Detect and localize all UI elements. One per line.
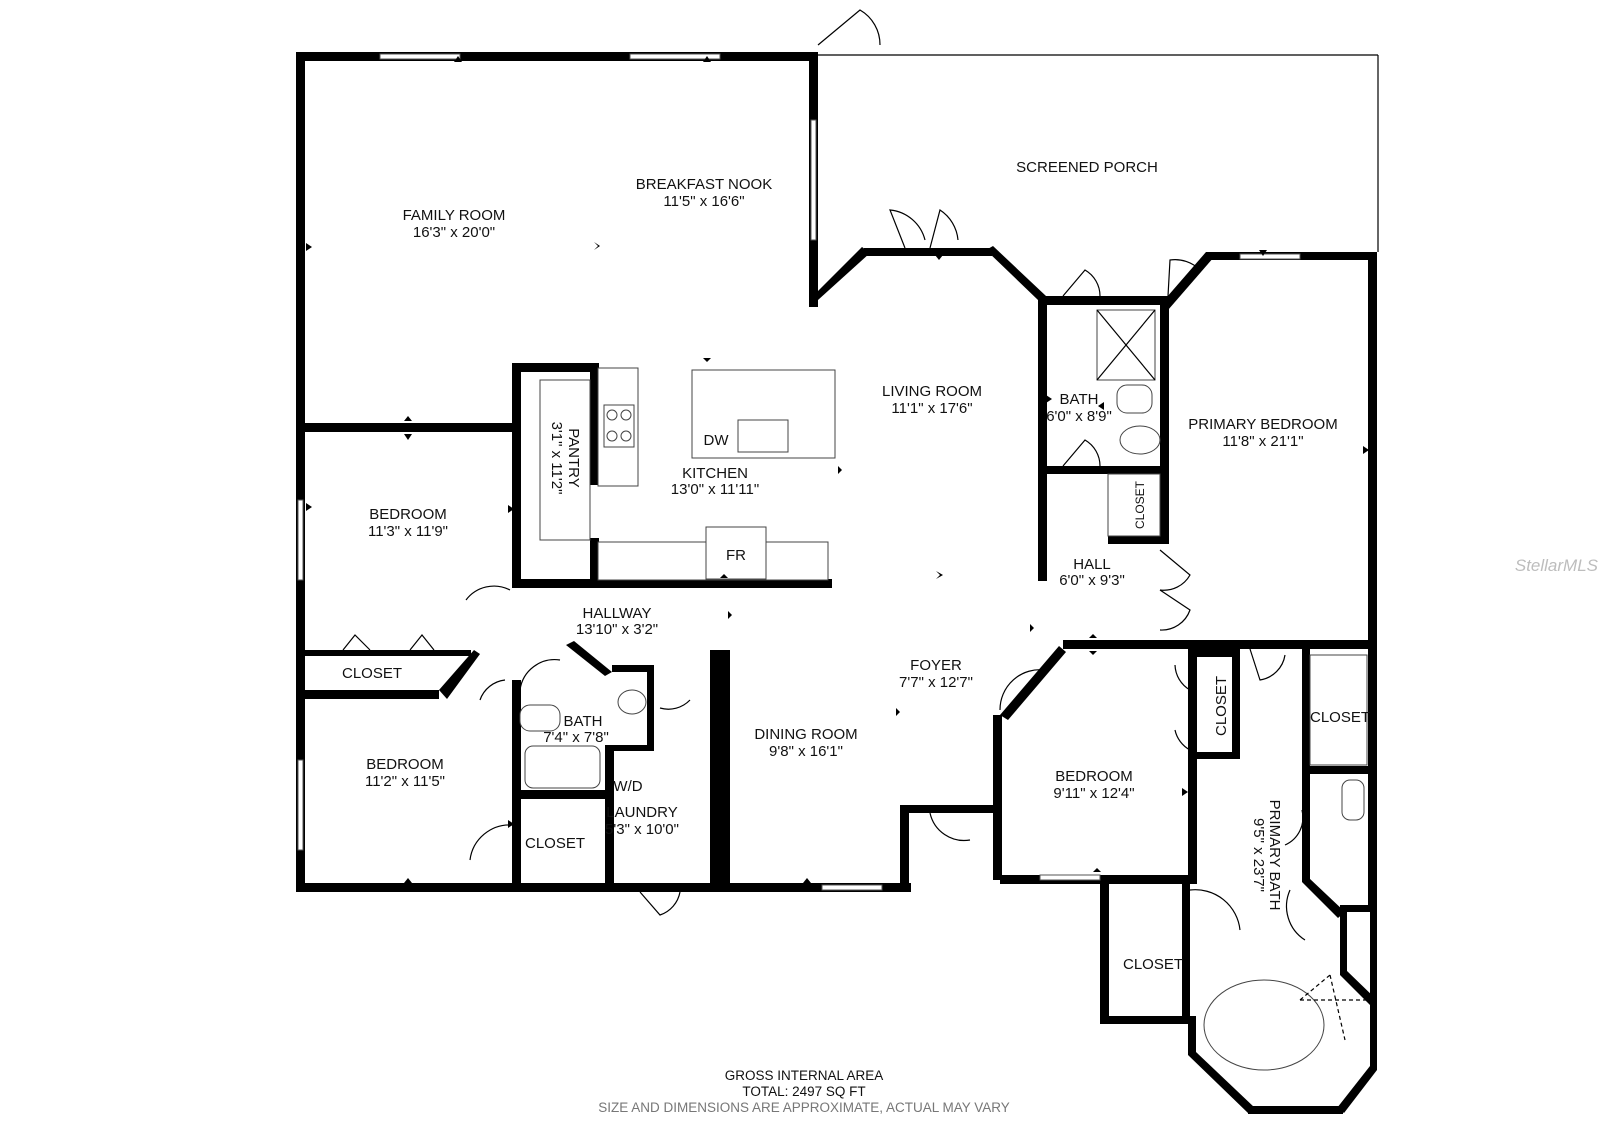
closet-label: CLOSET	[342, 665, 402, 682]
bath-1-name: BATH	[1060, 391, 1099, 408]
fridge-label: FR	[726, 547, 746, 564]
bedroom-1-name: BEDROOM	[369, 506, 447, 523]
primary-bath-dims: 9'5" x 23'7"	[1250, 818, 1267, 892]
bath-2-dims: 7'4" x 7'8"	[543, 729, 609, 746]
bedroom-2-dims: 11'2" x 11'5"	[365, 773, 445, 790]
doors	[342, 9, 1306, 941]
laundry-name: LAUNDRY	[606, 804, 677, 821]
hallway-name: HALLWAY	[583, 605, 652, 622]
footer-total: TOTAL: 2497 SQ FT	[742, 1084, 865, 1099]
foyer-dims: 7'7" x 12'7"	[899, 674, 973, 691]
hall-name: HALL	[1073, 556, 1111, 573]
breakfast-nook-name: BREAKFAST NOOK	[636, 176, 772, 193]
closet-label: CLOSET	[1133, 480, 1147, 529]
dishwasher-label: DW	[704, 432, 730, 449]
primary-bedroom-dims: 11'8" x 21'1"	[1222, 433, 1303, 450]
kitchen-name: KITCHEN	[682, 465, 748, 482]
primary-bath-name: PRIMARY BATH	[1266, 800, 1283, 911]
hallway-dims: 13'10" x 3'2"	[576, 621, 658, 638]
room-labels: FAMILY ROOM 16'3" x 20'0" BREAKFAST NOOK…	[365, 159, 1338, 910]
family-room-dims: 16'3" x 20'0"	[413, 224, 495, 241]
bath-2-name: BATH	[564, 713, 603, 730]
dining-room-dims: 9'8" x 16'1"	[769, 743, 843, 760]
living-room-dims: 11'1" x 17'6"	[891, 400, 972, 417]
breakfast-nook-dims: 11'5" x 16'6"	[663, 193, 744, 210]
washer-dryer-label: W/D	[613, 778, 642, 795]
closet-label: CLOSET	[1123, 956, 1183, 973]
hall-dims: 6'0" x 9'3"	[1059, 572, 1125, 589]
bedroom-3-dims: 9'11" x 12'4"	[1053, 785, 1134, 802]
windows	[297, 53, 1379, 891]
laundry-dims: 5'3" x 10'0"	[605, 821, 679, 838]
primary-bedroom-name: PRIMARY BEDROOM	[1188, 416, 1337, 433]
bedroom-2-name: BEDROOM	[366, 756, 444, 773]
dining-room-name: DINING ROOM	[754, 726, 857, 743]
living-room-name: LIVING ROOM	[882, 383, 982, 400]
bedroom-1-dims: 11'3" x 11'9"	[368, 523, 448, 540]
walls	[296, 52, 1377, 1114]
bath-1-dims: 6'0" x 8'9"	[1046, 408, 1112, 425]
closet-label: CLOSET	[525, 835, 585, 852]
pantry-dims: 3'1" x 11'2"	[548, 422, 565, 495]
footer-gross-area: GROSS INTERNAL AREA	[725, 1068, 884, 1083]
foyer-name: FOYER	[910, 657, 962, 674]
closets: CLOSET CLOSET CLOSET CLOSET CLOSET CLOSE…	[342, 473, 1370, 973]
closet-label: CLOSET	[1310, 709, 1370, 726]
kitchen-dims: 13'0" x 11'11"	[671, 481, 759, 498]
fixtures	[519, 309, 1370, 1071]
watermark: StellarMLS	[1515, 556, 1599, 575]
dimension-marks	[306, 56, 1369, 883]
closet-label: CLOSET	[1213, 676, 1230, 736]
bedroom-3-name: BEDROOM	[1055, 768, 1133, 785]
footer-disclaimer: SIZE AND DIMENSIONS ARE APPROXIMATE, ACT…	[598, 1100, 1010, 1115]
pantry-name: PANTRY	[565, 428, 582, 487]
footer: GROSS INTERNAL AREA TOTAL: 2497 SQ FT SI…	[598, 1068, 1010, 1115]
family-room-name: FAMILY ROOM	[403, 207, 506, 224]
screened-porch-name: SCREENED PORCH	[1016, 159, 1158, 176]
